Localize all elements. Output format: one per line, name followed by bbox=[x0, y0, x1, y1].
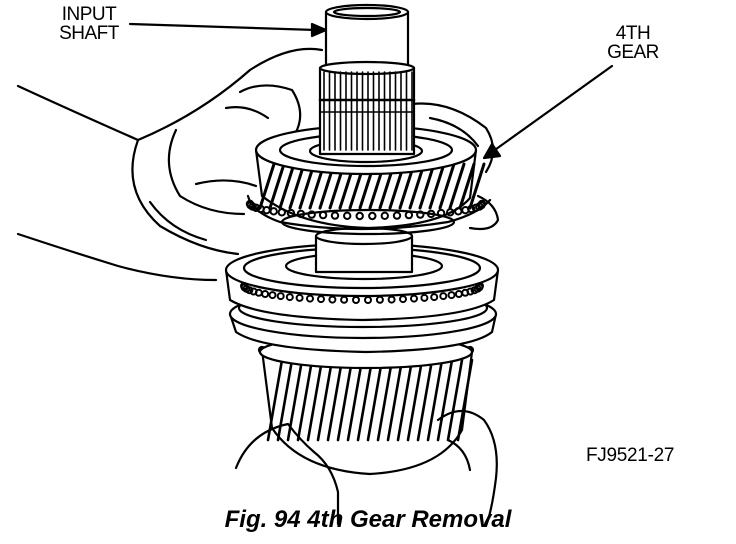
synchro-dot bbox=[306, 294, 314, 303]
gear-ring-dot bbox=[251, 203, 261, 213]
lower-gear-tooth bbox=[406, 358, 424, 442]
lower-gear-tooth bbox=[336, 358, 354, 442]
figure-code: FJ9521-27 bbox=[586, 445, 675, 466]
gear-ring-dot bbox=[343, 211, 352, 221]
synchro-dot bbox=[447, 291, 456, 300]
synchro-dot bbox=[328, 295, 337, 304]
gear-tooth bbox=[258, 162, 276, 210]
synchro-dot bbox=[387, 295, 396, 304]
lower-gear-tooth bbox=[446, 358, 464, 442]
gear-ring-dot bbox=[262, 206, 271, 215]
fourth-gear-label: 4TH GEAR bbox=[598, 24, 668, 62]
lower-gear-tooth bbox=[266, 358, 284, 442]
gear-tooth bbox=[418, 162, 436, 210]
gear-tooth bbox=[268, 162, 286, 210]
synchro-dot bbox=[317, 295, 325, 304]
synchro-dot bbox=[399, 295, 407, 304]
figure-caption: Fig. 94 4th Gear Removal bbox=[224, 506, 512, 533]
gear-ring-dot bbox=[380, 211, 389, 221]
synchro-dot bbox=[439, 292, 448, 301]
synchro-dot bbox=[268, 291, 277, 300]
synchro-dot bbox=[261, 290, 270, 298]
gear-tooth bbox=[468, 162, 486, 210]
gear-ring-dot bbox=[277, 208, 286, 217]
gear-tooth bbox=[428, 162, 446, 210]
gear-ring-dot bbox=[307, 210, 316, 219]
gear-ring-dot bbox=[454, 207, 463, 216]
input-shaft-label-line-1: INPUT bbox=[61, 4, 117, 25]
lower-gear-tooth bbox=[356, 358, 374, 442]
synchro-dot bbox=[340, 295, 349, 304]
synchro-dot bbox=[430, 293, 439, 302]
lower-gear-tooth bbox=[296, 358, 314, 442]
gear-ring-dot bbox=[467, 204, 476, 214]
synchro-dot bbox=[420, 293, 429, 302]
lower-gear-tooth bbox=[386, 358, 404, 442]
lower-gear-tooth bbox=[346, 358, 364, 442]
shaft-body bbox=[314, 226, 414, 274]
synchro-dot bbox=[375, 295, 384, 304]
gear-ring-dot bbox=[269, 207, 278, 216]
input-shaft-label: INPUT SHAFT bbox=[50, 5, 128, 43]
input-shaft-label-line-2: SHAFT bbox=[59, 23, 119, 44]
lower-gear-tooth bbox=[376, 358, 394, 442]
lower-gear-tooth bbox=[436, 358, 454, 442]
synchro-dot bbox=[285, 293, 294, 302]
lower-gear-tooth bbox=[416, 358, 434, 442]
gear-tooth bbox=[438, 162, 456, 210]
synchro-dot bbox=[410, 294, 418, 303]
synchro-dot bbox=[476, 282, 484, 290]
synchro-dot bbox=[364, 296, 372, 304]
lower-gear-tooth bbox=[396, 358, 414, 442]
lower-hand bbox=[234, 409, 498, 528]
lower-gear-tooth bbox=[306, 358, 324, 442]
lower-gear-tooth bbox=[326, 358, 344, 442]
gear-tooth bbox=[448, 162, 466, 210]
lower-gear-tooth bbox=[426, 358, 444, 442]
lower-gear-tooth bbox=[366, 358, 384, 442]
synchro-dot bbox=[352, 296, 360, 304]
fourth-gear-label-line-2: GEAR bbox=[607, 42, 659, 63]
lower-gear-cluster bbox=[257, 334, 475, 476]
gear-tooth bbox=[278, 162, 296, 210]
input-shaft bbox=[318, 3, 416, 156]
synchro-dot bbox=[295, 293, 304, 302]
gear-ring-dot bbox=[330, 211, 340, 220]
gear-ring-dot bbox=[368, 211, 377, 221]
gear-ring-dot bbox=[392, 211, 402, 220]
gear-ring-dot bbox=[446, 208, 455, 217]
synchro-dot bbox=[466, 287, 475, 296]
synchro-dot bbox=[276, 292, 285, 301]
gear-ring-dot bbox=[355, 211, 364, 221]
lower-gear-tooth bbox=[316, 358, 334, 442]
leader-lines bbox=[128, 22, 614, 160]
left-hand bbox=[16, 47, 324, 282]
gear-tooth bbox=[288, 162, 306, 210]
synchro-dot bbox=[245, 286, 254, 295]
gear-tooth bbox=[458, 162, 476, 210]
lower-gear-tooth bbox=[456, 358, 474, 442]
fourth-gear-label-line-1: 4TH bbox=[615, 23, 651, 44]
